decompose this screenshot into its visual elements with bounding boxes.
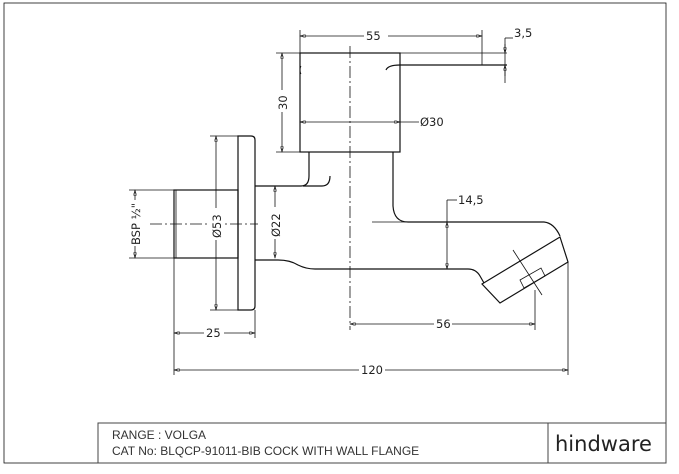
- range-label: RANGE : VOLGA: [112, 428, 206, 442]
- dim-flange-depth: 25: [206, 326, 221, 340]
- aerator: [481, 236, 569, 304]
- dim-spout-reach: 56: [436, 317, 451, 331]
- wall-flange: [237, 135, 256, 311]
- dim-body-diameter: Ø22: [269, 213, 283, 237]
- handle: [299, 52, 507, 153]
- dim-lever-thickness: 3,5: [514, 26, 532, 40]
- dim-handle-width: 55: [366, 29, 381, 43]
- title-block: RANGE : VOLGA CAT No: BLQCP-91011-BIB CO…: [97, 422, 667, 464]
- tap-body: [255, 152, 561, 284]
- dim-handle-height: 30: [276, 95, 290, 110]
- dim-flange-diameter: Ø53: [210, 214, 224, 238]
- dim-thread: BSP ½": [129, 203, 143, 245]
- dim-handle-diameter: Ø30: [420, 115, 444, 129]
- catalog-label: CAT No: BLQCP-91011-BIB COCK WITH WALL F…: [112, 444, 419, 458]
- threaded-inlet: [173, 189, 239, 259]
- drawing-border: [3, 2, 667, 464]
- dim-overall-length: 120: [361, 363, 383, 377]
- brand-logo: hindware: [555, 432, 652, 456]
- dim-spout-height: 14,5: [458, 193, 484, 207]
